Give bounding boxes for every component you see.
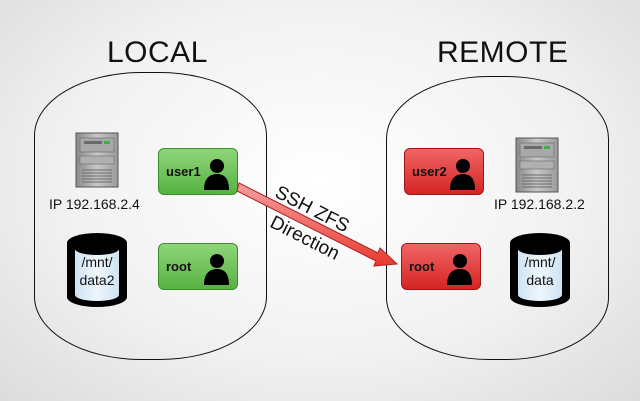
local-user1-label: user1 — [166, 164, 201, 179]
local-disk-line-1: /mnt/ — [81, 254, 113, 270]
local-server-icon — [75, 132, 119, 188]
local-root-button[interactable]: root — [158, 243, 238, 290]
local-disk-icon: /mnt/ data2 — [64, 231, 130, 309]
local-title: LOCAL — [107, 36, 208, 69]
person-icon — [204, 254, 229, 285]
local-ip-label: IP 192.168.2.4 — [49, 196, 140, 212]
remote-disk-line-2: data — [526, 272, 554, 288]
person-icon — [447, 254, 472, 285]
remote-title: REMOTE — [437, 36, 569, 69]
person-icon — [204, 159, 229, 190]
local-user1-button[interactable]: user1 — [158, 148, 238, 195]
remote-disk-icon: /mnt/ data — [507, 231, 573, 309]
remote-zone — [386, 76, 609, 360]
remote-user2-button[interactable]: user2 — [404, 148, 484, 195]
remote-root-button[interactable]: root — [401, 243, 481, 290]
remote-server-icon — [515, 137, 559, 193]
remote-user2-label: user2 — [412, 164, 447, 179]
person-icon — [450, 159, 475, 190]
local-disk-line-2: data2 — [79, 272, 115, 288]
local-root-label: root — [166, 259, 192, 274]
remote-disk-line-1: /mnt/ — [524, 254, 556, 270]
local-zone — [34, 72, 267, 360]
remote-ip-label: IP 192.168.2.2 — [494, 196, 585, 212]
remote-root-label: root — [409, 259, 435, 274]
